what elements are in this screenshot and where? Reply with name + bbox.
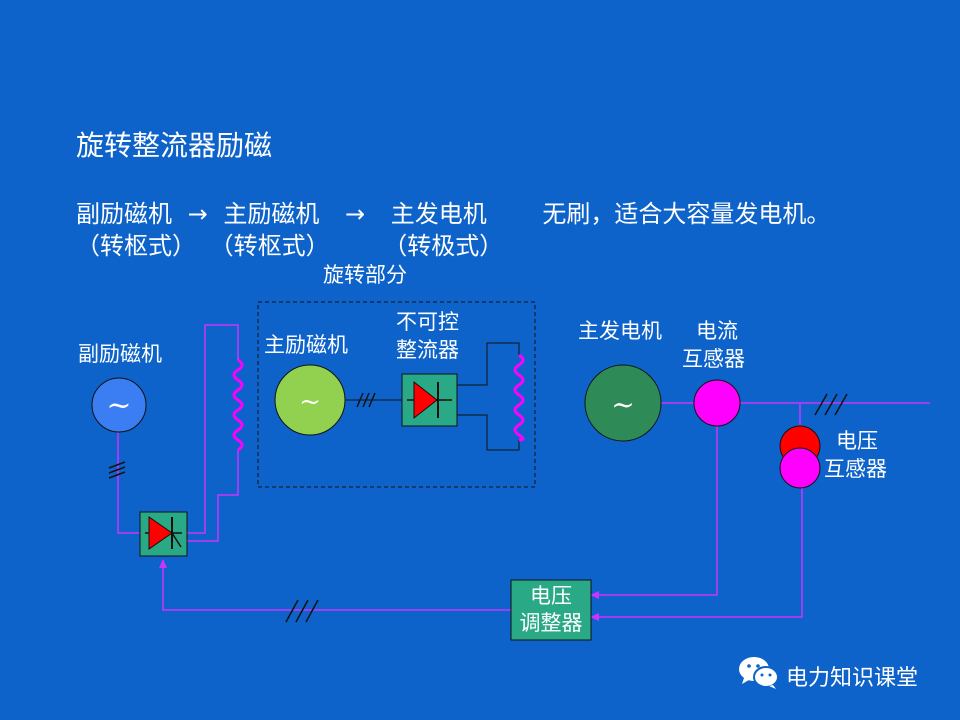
rotor-type-2: （转枢式） — [209, 232, 330, 260]
sub-exciter-circle — [91, 377, 147, 433]
brand-name: 电力知识课堂 — [786, 666, 919, 691]
current-transformer-label-top: 电流 — [696, 319, 738, 343]
control-phase-ticks — [285, 599, 319, 623]
voltage-regulator-box — [510, 579, 592, 641]
sub-exciter-label: 副励磁机 — [78, 342, 162, 366]
main-exciter-circle — [274, 364, 346, 436]
rectifier-label-top: 不可控 — [396, 310, 459, 334]
main-generator-ac-symbol: ~ — [611, 388, 634, 421]
rotor-type-1: （转枢式） — [76, 232, 196, 260]
rectifier-label-bottom: 整流器 — [396, 338, 459, 362]
chain-arrow-2: → — [345, 200, 366, 228]
rotor-types: （转枢式） （转枢式） （转极式） — [76, 226, 503, 261]
exciter-phase-ticks — [356, 392, 376, 408]
chain-main-generator: 主发电机 — [390, 200, 487, 228]
main-generator-label: 主发电机 — [578, 319, 662, 343]
voltage-transformer-label-top: 电压 — [836, 429, 878, 453]
main-exciter-field-coil — [232, 358, 244, 452]
chain-sub-exciter: 副励磁机 — [76, 200, 172, 228]
ct-feedback-wire — [590, 426, 718, 599]
rotor-type-3: （转极式） — [383, 232, 504, 260]
chain-arrow-1: → — [187, 200, 208, 228]
voltage-transformer-secondary — [779, 447, 821, 489]
current-transformer-label-bottom: 互感器 — [682, 347, 745, 371]
chain-note: 无刷，适合大容量发电机。 — [542, 200, 831, 228]
sub-exciter-rectifier — [139, 511, 188, 557]
vt-feedback-wire — [590, 487, 803, 621]
voltage-transformer-label-bottom: 互感器 — [824, 457, 887, 481]
current-transformer-circle — [693, 379, 741, 427]
output-phase-ticks — [814, 393, 848, 416]
main-exciter-ac-symbol: ~ — [299, 387, 321, 417]
regulator-control-wire — [159, 559, 511, 611]
regulator-label-bottom: 调整器 — [519, 611, 583, 635]
regulator-label-top: 电压 — [530, 584, 572, 608]
main-exciter-label: 主励磁机 — [264, 333, 348, 357]
sub-exciter-output-wires — [117, 324, 239, 542]
sub-exciter-ac-symbol: ~ — [106, 388, 131, 423]
rotating-part-label: 旋转部分 — [323, 263, 407, 287]
excitation-chain: 副励磁机 → 主励磁机 → 主发电机 无刷，适合大容量发电机。 — [76, 194, 830, 229]
page-title: 旋转整流器励磁 — [76, 129, 273, 162]
rectifier-to-field-wires — [457, 342, 520, 451]
chain-main-exciter: 主励磁机 — [223, 200, 320, 228]
generator-field-coil — [513, 353, 525, 442]
sub-exciter-phase-ticks — [108, 461, 126, 479]
main-generator-circle — [584, 364, 662, 442]
uncontrolled-rectifier — [401, 373, 458, 427]
wechat-icon — [739, 657, 779, 689]
